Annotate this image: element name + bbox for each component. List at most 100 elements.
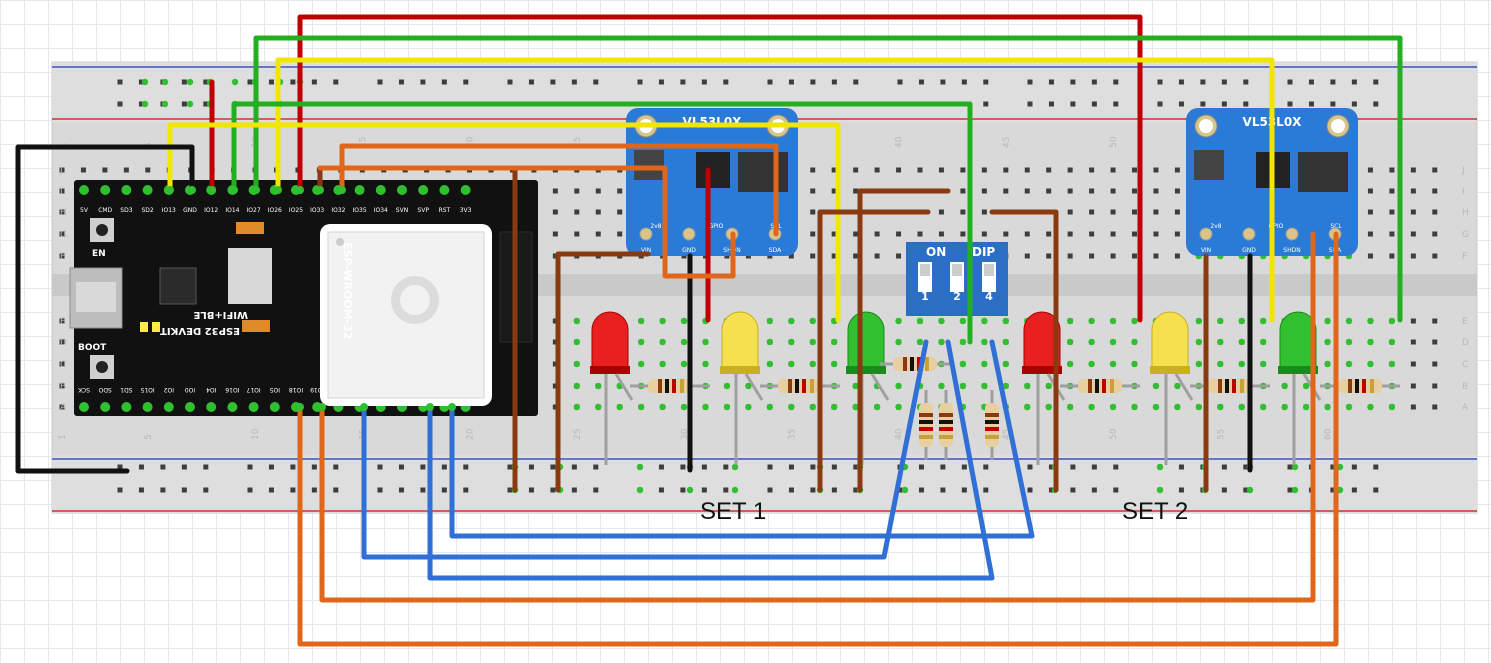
hole xyxy=(552,339,558,345)
hole xyxy=(59,318,65,324)
rail-hole xyxy=(1070,464,1076,470)
rail-hole xyxy=(247,79,253,85)
hole xyxy=(123,167,129,173)
pin-marker xyxy=(1260,360,1267,368)
rail-hole xyxy=(1091,101,1097,107)
pin-marker xyxy=(745,403,752,411)
sensor-pin-label: GND xyxy=(1242,247,1256,254)
resistor-body xyxy=(919,403,933,447)
esp32-pin-label: SCK xyxy=(77,386,90,393)
rail-hole xyxy=(1308,79,1314,85)
rail-hole xyxy=(181,101,187,107)
rail-hole xyxy=(1287,487,1293,493)
esp32-pin xyxy=(142,402,153,412)
rail-hole xyxy=(897,79,903,85)
esp32-pin-label: IO33 xyxy=(310,207,324,214)
pin-marker xyxy=(1088,360,1095,368)
rail-hole xyxy=(680,464,686,470)
sensor-component xyxy=(738,152,788,192)
sensor-component xyxy=(1194,150,1224,180)
pin-marker xyxy=(895,317,902,325)
hole xyxy=(1110,167,1116,173)
resistor-body xyxy=(1208,379,1252,393)
hole xyxy=(917,167,923,173)
resistor-band xyxy=(1218,379,1222,393)
resistor-band xyxy=(1095,379,1099,393)
pin-marker xyxy=(616,403,623,411)
column-number: 15 xyxy=(358,137,368,148)
pin-marker xyxy=(1045,382,1052,390)
sensor-component xyxy=(634,150,664,180)
regulator xyxy=(228,248,272,304)
pin-marker xyxy=(788,403,795,411)
esp32-pin-label: IO16 xyxy=(225,386,239,393)
pin-marker xyxy=(141,78,149,86)
rail-hole xyxy=(528,464,534,470)
wire-end xyxy=(230,186,238,194)
rail-hole xyxy=(961,464,967,470)
hole xyxy=(788,253,794,259)
rail-hole xyxy=(441,79,447,85)
hole xyxy=(552,188,558,194)
pin-marker xyxy=(702,403,709,411)
resistor-band xyxy=(1240,379,1244,393)
rail-hole xyxy=(680,79,686,85)
hole xyxy=(1067,253,1073,259)
rail-hole xyxy=(1308,101,1314,107)
wire xyxy=(15,144,195,474)
rail-hole xyxy=(507,79,513,85)
rail-hole xyxy=(767,464,773,470)
wire-end xyxy=(188,186,196,194)
rail-hole xyxy=(1330,79,1336,85)
pin-marker xyxy=(1238,338,1245,346)
module-label: ESP-WROOM-32 xyxy=(341,242,354,340)
wire xyxy=(989,209,1059,493)
rail-hole xyxy=(1351,101,1357,107)
pin-marker xyxy=(1088,403,1095,411)
hole xyxy=(617,188,623,194)
pin-marker xyxy=(873,403,881,411)
hole xyxy=(1174,231,1180,237)
capacitor xyxy=(236,222,264,234)
module-pin1-marker xyxy=(336,238,344,246)
rail-hole xyxy=(918,487,924,493)
pin-marker xyxy=(1066,317,1074,325)
rail-hole xyxy=(1070,79,1076,85)
rail-hole xyxy=(117,464,123,470)
esp32-pin-label: IO14 xyxy=(225,207,239,214)
sensor-label: GPIO xyxy=(709,223,724,230)
pin-marker xyxy=(959,382,967,390)
resistor-band xyxy=(1348,379,1352,393)
rail-hole xyxy=(853,79,859,85)
hole xyxy=(552,318,558,324)
rail-hole xyxy=(961,79,967,85)
column-number: 20 xyxy=(466,136,476,148)
board-subtitle: WIFI+BLE xyxy=(193,309,248,320)
rail-hole xyxy=(1048,79,1054,85)
pin-marker xyxy=(938,382,945,390)
rail-hole xyxy=(701,79,707,85)
pin-marker xyxy=(788,317,795,325)
pin-marker xyxy=(1174,382,1181,390)
resistor xyxy=(1190,379,1270,393)
bottom-power-rail xyxy=(52,455,1477,513)
resistor-band xyxy=(1232,379,1236,393)
rail-hole xyxy=(1221,464,1227,470)
pin-marker xyxy=(1131,360,1138,368)
pin-marker xyxy=(1260,317,1267,325)
pin-marker xyxy=(1088,338,1095,346)
rail-hole xyxy=(1373,464,1379,470)
pin-marker xyxy=(636,463,644,471)
rail-hole xyxy=(528,487,534,493)
hole xyxy=(1024,167,1030,173)
hole xyxy=(617,209,623,215)
wire xyxy=(319,231,1316,603)
pin-marker xyxy=(981,338,988,346)
resistor-body xyxy=(778,379,822,393)
esp32-pin-label: SD2 xyxy=(141,207,153,214)
resistor-body xyxy=(1338,379,1382,393)
pin-marker xyxy=(981,317,988,325)
led-body xyxy=(1279,311,1317,371)
hole xyxy=(981,231,987,237)
set-2-label: SET 2 xyxy=(1122,498,1188,525)
